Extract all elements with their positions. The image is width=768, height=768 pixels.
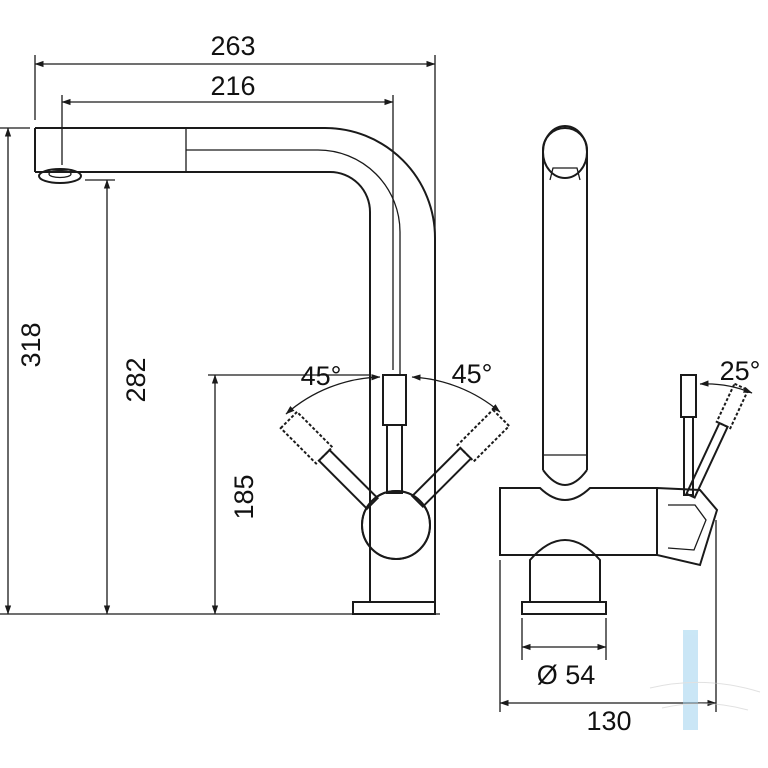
- angle-side-label: 25°: [720, 356, 761, 386]
- lever-center: [382, 374, 407, 494]
- arc-25: [699, 380, 753, 394]
- dim-spout-reach: 216: [210, 71, 255, 101]
- arc-45-right: [411, 374, 501, 413]
- side-base-plate: [521, 601, 607, 615]
- side-view-faucet: [499, 125, 750, 615]
- dim-overall-reach: 263: [210, 31, 255, 61]
- angle-right-label: 45°: [452, 359, 493, 389]
- side-view-dimensions: Ø 54 130 25°: [499, 356, 761, 736]
- front-view-dimensions: 263 216 318 282 185 45° 45°: [0, 31, 501, 615]
- side-cartridge: [656, 486, 719, 567]
- arc-45-left: [285, 374, 381, 415]
- lever-left-45: [279, 410, 380, 511]
- watermark-logo: [649, 630, 761, 730]
- aerator: [38, 168, 82, 184]
- dim-base-diameter: Ø 54: [537, 660, 596, 690]
- dim-total-height: 318: [16, 322, 46, 367]
- side-body-block: [499, 487, 658, 556]
- front-view-faucet: [34, 127, 511, 615]
- spout-outline: [35, 127, 436, 602]
- base-plate: [352, 601, 436, 615]
- angle-left-label: 45°: [301, 361, 342, 391]
- dim-lever-height: 185: [229, 474, 259, 519]
- dim-side-depth: 130: [586, 706, 631, 736]
- lever-right-45: [410, 408, 511, 509]
- dim-spout-height: 282: [121, 357, 151, 402]
